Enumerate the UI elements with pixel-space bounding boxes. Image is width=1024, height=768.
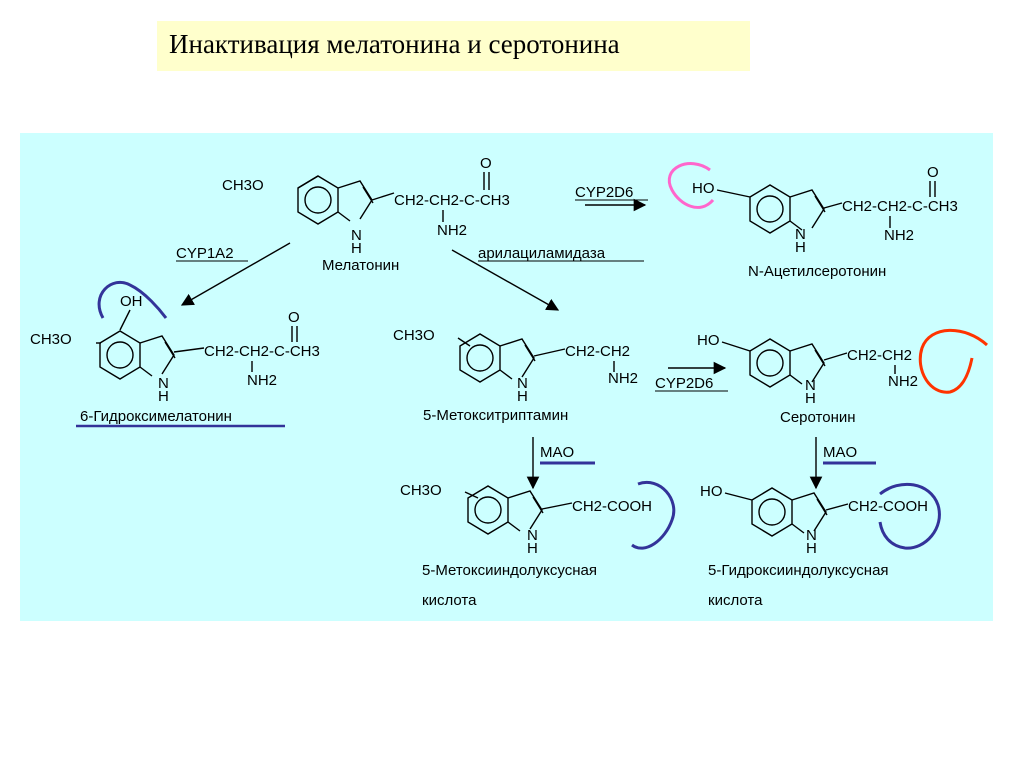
compound-serotonin: HO N H CH2-CH2 NH2 Серотонин xyxy=(697,332,918,426)
compound-melatonin: CH3O N H CH2-CH2-C-CH3 O NH2 Мелатонин xyxy=(222,155,510,274)
melatonin-chain: CH2-CH2-C-CH3 xyxy=(394,192,510,209)
acetylserotonin-indole-h: H xyxy=(795,239,806,256)
hydroxymelatonin-indole-h: H xyxy=(158,388,169,405)
methoxytryptamine-indole-n: N xyxy=(517,375,528,392)
hydroxymelatonin-carbonyl-o: O xyxy=(288,309,300,326)
acetylserotonin-chain: CH2-CH2-C-CH3 xyxy=(842,198,958,215)
arrow-arylacylamidase xyxy=(451,249,560,311)
acetylserotonin-amine: NH2 xyxy=(884,227,914,244)
melatonin-name: Мелатонин xyxy=(322,257,399,274)
hydroxymelatonin-amine: NH2 xyxy=(247,372,277,389)
hydroxymelatonin-chain: CH2-CH2-C-CH3 xyxy=(204,343,320,360)
hydroxymelatonin-substituent: CH3O xyxy=(30,331,72,348)
methoxytryptamine-amine: NH2 xyxy=(608,370,638,387)
serotonin-name: Серотонин xyxy=(780,409,856,426)
acetylserotonin-carbonyl-o: O xyxy=(927,164,939,181)
hydroxymelatonin-indole-n: N xyxy=(158,375,169,392)
hydroxyindoleacetic-indole-h: H xyxy=(806,540,817,557)
acetylserotonin-indole-n: N xyxy=(795,226,806,243)
enzyme-cyp2d6-mid: CYP2D6 xyxy=(655,375,713,392)
serotonin-amine: NH2 xyxy=(888,373,918,390)
methoxyindoleacetic-name-line1: 5-Метоксииндолуксусная xyxy=(422,562,597,579)
compound-hydroxymelatonin: CH3O OH N H CH2-CH2-C-CH3 O NH2 6-Гидрок… xyxy=(30,293,320,425)
methoxytryptamine-name: 5-Метокситриптамин xyxy=(423,407,568,424)
compound-methoxytryptamine: CH3O N H CH2-CH2 NH2 5-Метокситриптамин xyxy=(393,327,638,424)
methoxyindoleacetic-substituent: CH3O xyxy=(400,482,442,499)
page-title: Инактивация мелатонина и серотонина xyxy=(169,29,620,59)
diagram-panel xyxy=(20,133,993,621)
acetylserotonin-name: N-Ацетилсеротонин xyxy=(748,263,886,280)
methoxytryptamine-substituent: CH3O xyxy=(393,327,435,344)
methoxyindoleacetic-indole-n: N xyxy=(527,527,538,544)
serotonin-indole-n: N xyxy=(805,377,816,394)
methoxytryptamine-chain: CH2-CH2 xyxy=(565,343,630,360)
arrow-cyp1a2 xyxy=(180,242,291,306)
title-box: Инактивация мелатонина и серотонина xyxy=(157,21,750,71)
methoxyindoleacetic-name-line2: кислота xyxy=(422,592,477,609)
melatonin-amine: NH2 xyxy=(437,222,467,239)
melatonin-substituent: CH3O xyxy=(222,177,264,194)
compound-hydroxyindoleacetic: HO N H CH2-COOH 5-Гидроксииндолуксусная … xyxy=(700,483,928,609)
highlight-blue-arc-cooh-right xyxy=(878,482,941,550)
hydroxyindoleacetic-substituent: HO xyxy=(700,483,723,500)
hydroxymelatonin-name: 6-Гидроксимелатонин xyxy=(80,408,232,425)
compound-methoxyindoleacetic: CH3O N H CH2-COOH 5-Метоксииндолуксусная… xyxy=(400,482,652,609)
acetylserotonin-substituent: HO xyxy=(692,180,715,197)
melatonin-indole-n: N xyxy=(351,227,362,244)
serotonin-substituent: HO xyxy=(697,332,720,349)
enzyme-mao-left: MAO xyxy=(540,444,574,461)
hydroxyindoleacetic-name-line2: кислота xyxy=(708,592,763,609)
enzyme-cyp2d6-top: CYP2D6 xyxy=(575,184,633,201)
highlight-red-arc xyxy=(918,328,989,394)
compound-acetylserotonin: HO N H CH2-CH2-C-CH3 O NH2 N-Ацетилсерот… xyxy=(692,164,958,280)
enzyme-mao-right: MAO xyxy=(823,444,857,461)
hydroxyindoleacetic-indole-n: N xyxy=(806,527,817,544)
methoxyindoleacetic-chain: CH2-COOH xyxy=(572,498,652,515)
highlight-blue-arc-cooh-left xyxy=(631,480,676,550)
highlight-blue-arc-oh xyxy=(97,280,168,319)
serotonin-chain: CH2-CH2 xyxy=(847,347,912,364)
serotonin-indole-h: H xyxy=(805,390,816,407)
methoxytryptamine-indole-h: H xyxy=(517,388,528,405)
enzyme-cyp1a2: CYP1A2 xyxy=(176,245,234,262)
enzyme-arylacylamidase: арилациламидаза xyxy=(478,245,606,262)
highlight-pink-arc xyxy=(667,162,715,209)
melatonin-carbonyl-o: O xyxy=(480,155,492,172)
melatonin-indole-h: H xyxy=(351,240,362,257)
hydroxyindoleacetic-name-line1: 5-Гидроксииндолуксусная xyxy=(708,562,889,579)
hydroxymelatonin-hydroxyl: OH xyxy=(120,293,143,310)
methoxyindoleacetic-indole-h: H xyxy=(527,540,538,557)
hydroxyindoleacetic-chain: CH2-COOH xyxy=(848,498,928,515)
